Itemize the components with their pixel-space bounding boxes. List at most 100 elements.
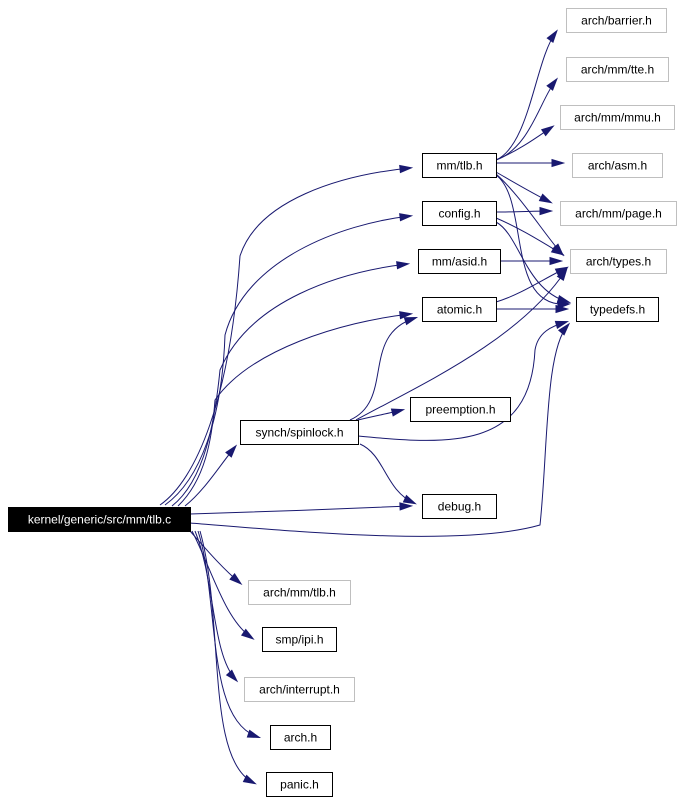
edge-root-to-atomic-h-arrowhead xyxy=(399,311,414,320)
edge-root-to-arch-h-arrowhead xyxy=(246,729,262,739)
node-box xyxy=(248,580,351,605)
edge-root-to-debug-h-arrowhead xyxy=(399,502,414,511)
node-label: arch/interrupt.h xyxy=(259,683,340,697)
node-label: arch/asm.h xyxy=(588,159,647,173)
node-arch-mm-mmu-h[interactable]: arch/mm/mmu.h xyxy=(560,105,675,130)
edge-mm-tlb-h-to-arch-mm-tte-h xyxy=(495,79,557,161)
node-label: debug.h xyxy=(438,500,481,514)
edge-spinlock-h-to-atomic-h xyxy=(349,317,416,421)
node-box xyxy=(262,627,337,652)
edge-root-to-mm-tlb-h-arrowhead xyxy=(399,164,414,174)
node-typedefs-h[interactable]: typedefs.h xyxy=(576,297,659,322)
edge-root-to-spinlock-h xyxy=(184,446,236,507)
node-box xyxy=(566,57,669,82)
node-root[interactable]: kernel/generic/src/mm/tlb.c xyxy=(8,507,191,532)
node-label: config.h xyxy=(438,207,480,221)
edge-root-to-config-h-arrowhead xyxy=(399,213,414,222)
node-mm-asid-h[interactable]: mm/asid.h xyxy=(418,249,501,274)
node-label: arch/types.h xyxy=(586,255,651,269)
node-box xyxy=(418,249,501,274)
node-label: synch/spinlock.h xyxy=(255,426,343,440)
node-arch-barrier-h[interactable]: arch/barrier.h xyxy=(566,8,667,33)
node-preemption-h[interactable]: preemption.h xyxy=(410,397,511,422)
node-box xyxy=(244,677,355,702)
edge-root-to-mm-asid-h xyxy=(171,263,408,507)
node-panic-h[interactable]: panic.h xyxy=(266,772,333,797)
edge-mm-asid-h-to-arch-types-h-arrowhead xyxy=(549,256,564,266)
edge-mm-tlb-h-to-arch-asm-h-arrowhead xyxy=(551,158,566,168)
node-label: mm/tlb.h xyxy=(436,159,482,173)
edge-config-h-to-arch-types-h-arrowhead xyxy=(550,245,565,256)
node-box xyxy=(560,105,675,130)
edge-mm-tlb-h-to-arch-mm-page-h-arrowhead xyxy=(538,193,553,204)
node-label: panic.h xyxy=(280,778,319,792)
node-config-h[interactable]: config.h xyxy=(422,201,497,226)
edge-root-to-debug-h xyxy=(189,505,411,515)
node-mm-tlb-h[interactable]: mm/tlb.h xyxy=(422,153,497,178)
edge-mm-tlb-h-to-typedefs-h xyxy=(495,174,569,305)
edge-root-to-arch-interrupt-h-arrowhead xyxy=(225,669,239,683)
node-label: smp/ipi.h xyxy=(275,633,323,647)
edge-root-to-panic-h xyxy=(199,530,255,784)
edge-root-to-arch-mm-tlb-h-arrowhead xyxy=(229,573,243,586)
edge-root-to-smp-ipi-h-arrowhead xyxy=(240,628,255,640)
node-box xyxy=(8,507,191,532)
node-label: kernel/generic/src/mm/tlb.c xyxy=(28,513,171,527)
node-debug-h[interactable]: debug.h xyxy=(422,494,497,519)
edge-layer xyxy=(159,29,572,785)
edge-root-to-arch-interrupt-h xyxy=(194,530,237,681)
edge-root-to-config-h xyxy=(164,215,411,506)
node-box xyxy=(576,297,659,322)
edge-config-h-to-typedefs-h xyxy=(495,221,569,303)
node-arch-interrupt-h[interactable]: arch/interrupt.h xyxy=(244,677,355,702)
node-box xyxy=(560,201,677,226)
node-label: arch/barrier.h xyxy=(581,14,652,28)
node-arch-asm-h[interactable]: arch/asm.h xyxy=(572,153,663,178)
edge-spinlock-h-to-debug-h-arrowhead xyxy=(402,494,417,505)
edge-spinlock-h-to-atomic-h-arrowhead xyxy=(403,317,419,326)
node-label: arch/mm/tte.h xyxy=(581,63,654,77)
edge-atomic-h-to-typedefs-h-arrowhead xyxy=(555,304,570,314)
edge-mm-tlb-h-to-arch-barrier-h-arrowhead xyxy=(546,29,558,43)
node-box xyxy=(270,725,331,750)
edge-spinlock-h-to-typedefs-h-arrowhead xyxy=(554,320,570,329)
node-arch-mm-tlb-h[interactable]: arch/mm/tlb.h xyxy=(248,580,351,605)
node-arch-mm-tte-h[interactable]: arch/mm/tte.h xyxy=(566,57,669,82)
node-box xyxy=(422,153,497,178)
node-box xyxy=(240,420,359,445)
node-box xyxy=(422,201,497,226)
node-box xyxy=(422,494,497,519)
node-layer: kernel/generic/src/mm/tlb.c mm/tlb.h confi… xyxy=(8,8,677,797)
node-label: atomic.h xyxy=(437,303,482,317)
edge-root-to-smp-ipi-h xyxy=(191,530,253,639)
node-label: arch.h xyxy=(284,731,317,745)
edge-root-to-panic-h-arrowhead xyxy=(242,774,257,785)
edge-spinlock-h-to-arch-types-h-arrowhead xyxy=(556,267,568,282)
edge-mm-tlb-h-to-arch-mm-tte-h-arrowhead xyxy=(546,77,558,91)
node-arch-mm-page-h[interactable]: arch/mm/page.h xyxy=(560,201,677,226)
node-arch-h[interactable]: arch.h xyxy=(270,725,331,750)
node-box xyxy=(422,297,497,322)
edge-root-to-mm-tlb-h xyxy=(159,167,411,506)
edge-spinlock-h-to-debug-h xyxy=(359,443,415,504)
node-box xyxy=(566,8,667,33)
edge-mm-tlb-h-to-arch-barrier-h xyxy=(495,31,557,161)
node-smp-ipi-h[interactable]: smp/ipi.h xyxy=(262,627,337,652)
edge-config-h-to-arch-types-h xyxy=(495,217,563,255)
node-spinlock-h[interactable]: synch/spinlock.h xyxy=(240,420,359,445)
edge-root-to-atomic-h xyxy=(177,313,411,507)
node-atomic-h[interactable]: atomic.h xyxy=(422,297,497,322)
edge-mm-tlb-h-to-arch-types-h xyxy=(495,173,563,255)
node-arch-types-h[interactable]: arch/types.h xyxy=(570,249,667,274)
node-box xyxy=(572,153,663,178)
node-label: arch/mm/mmu.h xyxy=(574,111,661,125)
edge-config-h-to-typedefs-h-arrowhead xyxy=(556,295,572,304)
node-box xyxy=(266,772,333,797)
edge-spinlock-h-to-arch-types-h xyxy=(355,269,567,421)
node-label: typedefs.h xyxy=(590,303,645,317)
edge-root-to-typedefs-h xyxy=(189,324,569,537)
edge-root-to-mm-asid-h-arrowhead xyxy=(396,261,411,270)
node-label: preemption.h xyxy=(425,403,495,417)
edge-root-to-arch-h xyxy=(197,530,259,738)
